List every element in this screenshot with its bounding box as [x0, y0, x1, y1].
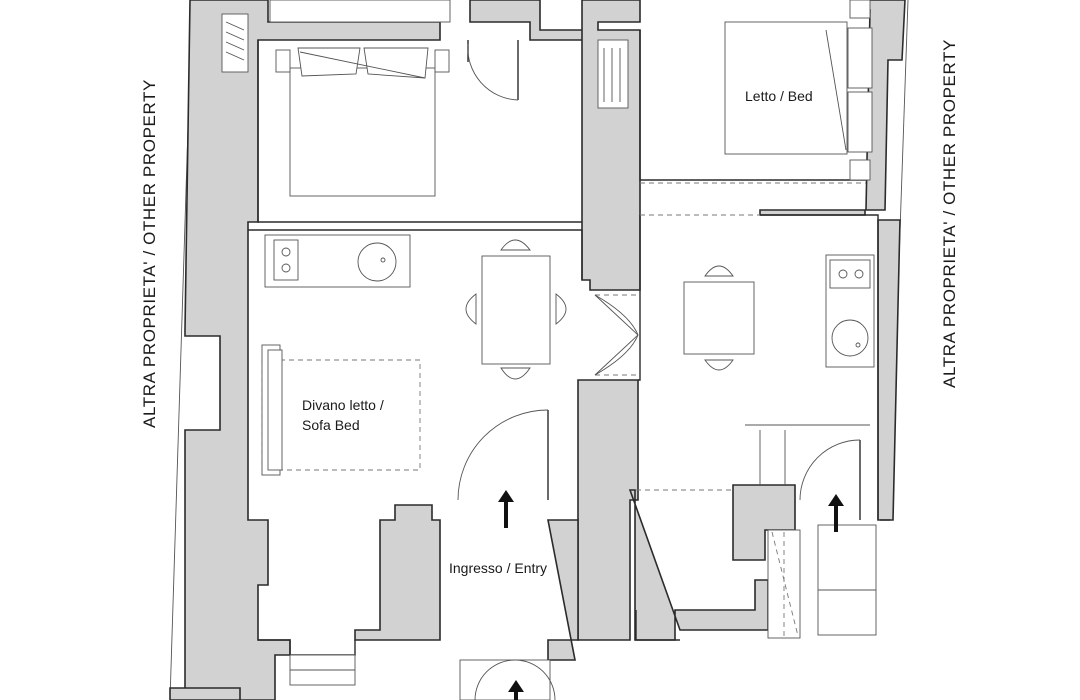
right-bottom-outline — [635, 610, 680, 641]
bottom-wall-center — [547, 519, 579, 661]
arrow-up-icon — [498, 490, 514, 528]
room-outline-kitchen-left — [248, 229, 583, 280]
room-outline-right — [638, 215, 641, 381]
door-swing-icon — [457, 409, 549, 501]
label-other-property-left: ALTRA PROPRIETA' / OTHER PROPERTY — [140, 79, 159, 428]
center-wall-lower — [577, 379, 639, 641]
label-entry: Ingresso / Entry — [449, 560, 548, 576]
room-outline-bedroom1 — [257, 40, 582, 223]
sink-icon — [357, 242, 397, 282]
label-sofa-bed: Divano letto / Sofa Bed — [302, 395, 384, 436]
door-swing-icon — [594, 294, 639, 376]
sofa-icon — [261, 344, 421, 476]
top-wall-center — [469, 0, 586, 41]
chair-icon — [704, 265, 734, 371]
sink-icon — [831, 319, 869, 357]
bed-icon — [724, 0, 873, 181]
bed-icon — [269, 0, 451, 197]
chair-icon — [465, 239, 567, 380]
entry-steps — [289, 654, 556, 700]
stairs — [767, 524, 877, 639]
door-swing-icon — [467, 40, 519, 101]
arrow-up-icon — [828, 494, 844, 532]
bottom-strip — [169, 687, 241, 700]
pillar-right — [732, 484, 796, 561]
table-icon — [683, 281, 755, 355]
wardrobe-icon — [597, 39, 629, 109]
wardrobe-icon — [221, 13, 249, 73]
table-icon — [481, 255, 551, 365]
door-swing-icon — [745, 424, 870, 520]
arrow-up-icon — [508, 680, 524, 700]
label-sofa-bed-line2: Sofa Bed — [302, 417, 360, 434]
bottom-wall-left — [354, 504, 441, 641]
room-outline-right2 — [760, 214, 879, 520]
label-bedroom-2: Letto / Bed — [745, 88, 813, 104]
label-other-property-right: ALTRA PROPRIETA' / OTHER PROPERTY — [940, 39, 959, 388]
bottom-wall-right — [628, 489, 769, 641]
room-outline-bedroom2 — [639, 30, 866, 181]
label-sofa-bed-line1: Divano letto / — [302, 397, 384, 413]
right-wall-middle — [877, 219, 901, 521]
